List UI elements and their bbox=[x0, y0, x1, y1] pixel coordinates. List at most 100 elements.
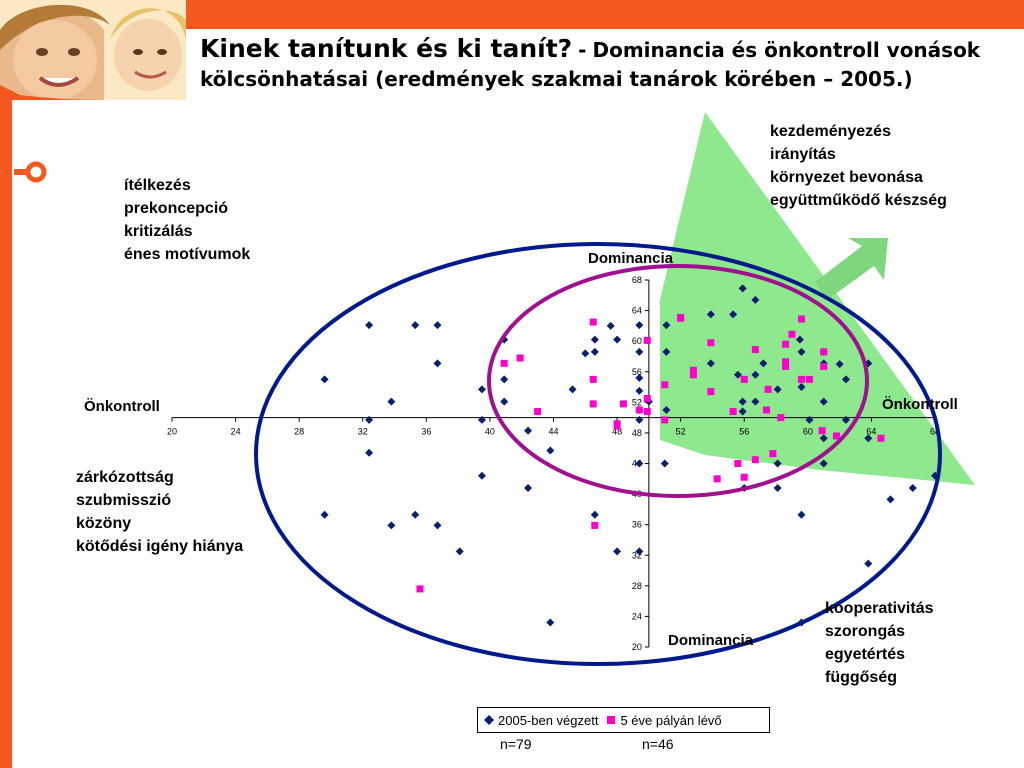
point-2005-graduate bbox=[819, 459, 828, 468]
point-5-year-teacher bbox=[643, 395, 651, 403]
point-2005-graduate bbox=[759, 359, 768, 368]
point-2005-graduate bbox=[729, 310, 738, 319]
point-2005-graduate bbox=[738, 397, 747, 406]
point-5-year-teacher bbox=[763, 406, 771, 414]
y-tick-label: 68 bbox=[632, 275, 642, 285]
point-5-year-teacher bbox=[689, 371, 697, 379]
x-tick-label: 32 bbox=[358, 427, 368, 437]
x-axis-label-right: Önkontroll bbox=[882, 396, 958, 413]
point-2005-graduate bbox=[581, 349, 590, 358]
x-tick-label: 64 bbox=[866, 427, 876, 437]
y-tick-label: 32 bbox=[632, 550, 642, 560]
point-2005-graduate bbox=[546, 446, 555, 455]
point-5-year-teacher bbox=[734, 460, 742, 467]
point-5-year-teacher bbox=[805, 375, 813, 383]
point-2005-graduate bbox=[795, 335, 804, 344]
point-2005-graduate bbox=[635, 386, 644, 395]
point-2005-graduate bbox=[568, 385, 577, 394]
point-5-year-teacher bbox=[782, 358, 790, 366]
point-5-year-teacher bbox=[416, 585, 424, 593]
point-2005-graduate bbox=[387, 397, 396, 406]
point-2005-graduate bbox=[590, 510, 599, 519]
point-2005-graduate bbox=[606, 321, 615, 330]
y-tick-label: 48 bbox=[632, 428, 642, 438]
point-2005-graduate bbox=[500, 397, 509, 406]
x-tick-label: 44 bbox=[548, 427, 558, 437]
point-5-year-teacher bbox=[619, 400, 627, 408]
point-2005-graduate bbox=[733, 370, 742, 379]
orange-ring-icon bbox=[14, 161, 47, 183]
point-5-year-teacher bbox=[729, 408, 737, 416]
point-2005-graduate bbox=[590, 347, 599, 356]
point-2005-graduate bbox=[773, 459, 782, 468]
legend-item-5years: 5 éve pályán lévő bbox=[606, 713, 722, 728]
point-5-year-teacher bbox=[589, 318, 597, 326]
point-5-year-teacher bbox=[740, 473, 748, 481]
point-2005-graduate bbox=[797, 347, 806, 356]
title-main: Kinek tanítunk és ki tanít? bbox=[200, 34, 573, 63]
point-5-year-teacher bbox=[782, 362, 790, 370]
point-5-year-teacher bbox=[643, 408, 651, 416]
x-tick-label: 20 bbox=[167, 427, 177, 437]
chart-legend: 2005-ben végzett 5 éve pályán lévő bbox=[477, 707, 770, 733]
point-2005-graduate bbox=[477, 415, 486, 424]
point-2005-graduate bbox=[841, 415, 850, 424]
point-5-year-teacher bbox=[707, 388, 715, 396]
point-5-year-teacher bbox=[777, 414, 785, 422]
point-2005-graduate bbox=[524, 426, 533, 435]
y-tick-label: 52 bbox=[632, 397, 642, 407]
point-2005-graduate bbox=[751, 370, 760, 379]
y-tick-label: 60 bbox=[632, 336, 642, 346]
point-2005-graduate bbox=[365, 415, 374, 424]
point-2005-graduate bbox=[411, 321, 420, 330]
point-5-year-teacher bbox=[661, 381, 669, 389]
chart-points bbox=[320, 284, 939, 627]
students-photo bbox=[0, 0, 186, 100]
x-axis-label-left: Önkontroll bbox=[84, 398, 160, 415]
point-5-year-teacher bbox=[534, 408, 542, 416]
x-tick-label: 36 bbox=[421, 427, 431, 437]
point-5-year-teacher bbox=[751, 346, 759, 354]
point-2005-graduate bbox=[797, 383, 806, 392]
point-5-year-teacher bbox=[820, 362, 828, 370]
point-5-year-teacher bbox=[500, 359, 508, 367]
y-tick-label: 64 bbox=[632, 306, 642, 316]
point-2005-graduate bbox=[613, 547, 622, 556]
dominance-wedge bbox=[660, 112, 975, 485]
point-5-year-teacher bbox=[820, 348, 828, 356]
point-2005-graduate bbox=[411, 510, 420, 519]
y-tick-label: 56 bbox=[632, 367, 642, 377]
point-5-year-teacher bbox=[713, 475, 721, 483]
sample-size-5years: n=46 bbox=[642, 736, 674, 752]
point-5-year-teacher bbox=[689, 366, 697, 374]
y-tick-label: 20 bbox=[632, 642, 642, 652]
point-5-year-teacher bbox=[797, 375, 805, 383]
point-2005-graduate bbox=[590, 335, 599, 344]
point-2005-graduate bbox=[387, 521, 396, 530]
diamond-marker-icon bbox=[484, 715, 494, 725]
point-2005-graduate bbox=[320, 510, 329, 519]
point-2005-graduate bbox=[635, 321, 644, 330]
quadrant-bottom-left: zárkózottság szubmisszió közöny kötődési… bbox=[76, 469, 244, 555]
point-5-year-teacher bbox=[591, 521, 599, 529]
point-2005-graduate bbox=[819, 434, 828, 443]
point-2005-graduate bbox=[635, 547, 644, 556]
title-sub: Dominancia és önkontroll vonások kölcsön… bbox=[200, 38, 981, 91]
point-2005-graduate bbox=[805, 415, 814, 424]
point-2005-graduate bbox=[773, 385, 782, 394]
point-2005-graduate bbox=[635, 459, 644, 468]
point-2005-graduate bbox=[524, 483, 533, 492]
legend-item-2005: 2005-ben végzett bbox=[484, 713, 598, 728]
point-2005-graduate bbox=[835, 360, 844, 369]
y-tick-label: 36 bbox=[632, 520, 642, 530]
point-2005-graduate bbox=[613, 335, 622, 344]
point-2005-graduate bbox=[706, 310, 715, 319]
point-5-year-teacher bbox=[707, 339, 715, 347]
point-5-year-teacher bbox=[589, 400, 597, 408]
x-tick-label: 68 bbox=[930, 427, 940, 437]
point-2005-graduate bbox=[477, 385, 486, 394]
point-2005-graduate bbox=[886, 495, 895, 504]
x-tick-label: 52 bbox=[676, 427, 686, 437]
point-2005-graduate bbox=[797, 510, 806, 519]
